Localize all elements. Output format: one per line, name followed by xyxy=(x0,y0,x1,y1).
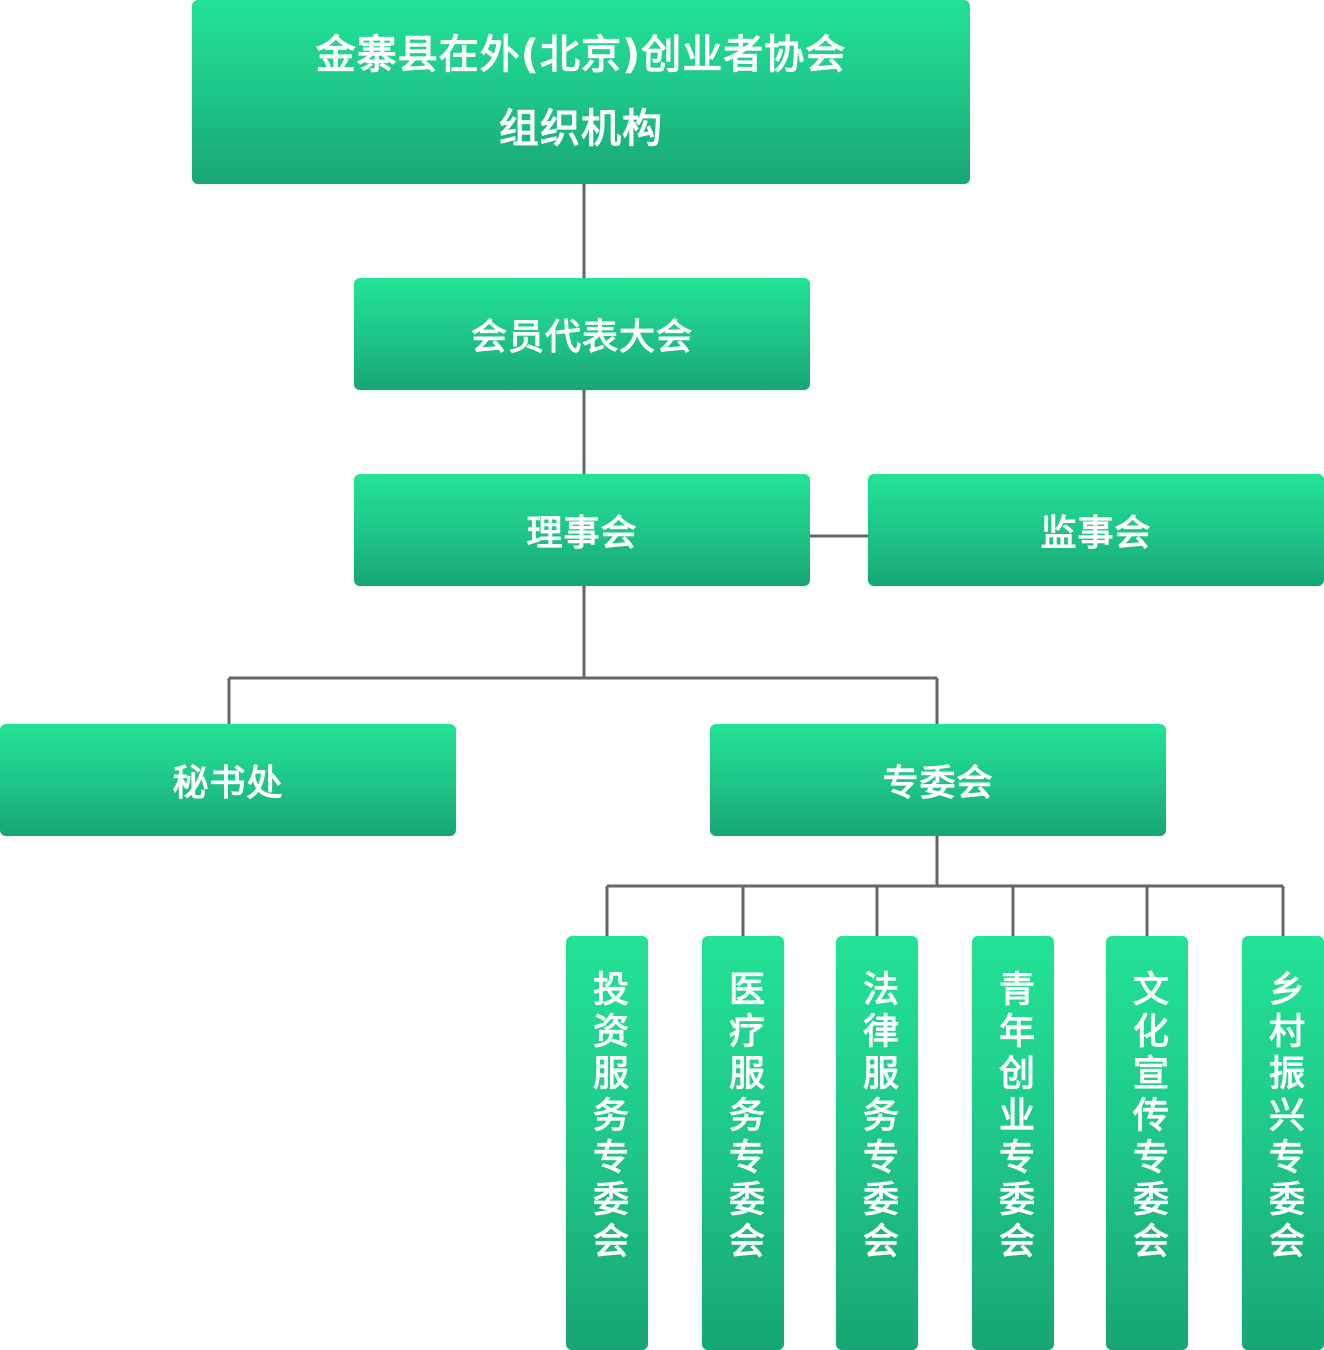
sub-committee-label: 医疗服务专委会 xyxy=(723,970,764,1264)
sub-committee-legal: 法律服务专委会 xyxy=(836,936,918,1350)
council-label: 理事会 xyxy=(526,513,638,554)
supervisory-node: 监事会 xyxy=(868,474,1324,586)
council-node: 理事会 xyxy=(354,474,810,586)
sub-committee-label: 法律服务专委会 xyxy=(857,970,898,1264)
sub-committee-culture: 文化宣传专委会 xyxy=(1106,936,1188,1350)
secretariat-label: 秘书处 xyxy=(172,763,284,804)
root-title-line1: 金寨县在外(北京)创业者协会 xyxy=(315,32,847,78)
root-title-line2: 组织机构 xyxy=(499,106,663,152)
sub-committee-label: 投资服务专委会 xyxy=(587,970,628,1264)
secretariat-node: 秘书处 xyxy=(0,724,456,836)
congress-node: 会员代表大会 xyxy=(354,278,810,390)
sub-committee-label: 文化宣传专委会 xyxy=(1127,970,1168,1264)
sub-committee-investment: 投资服务专委会 xyxy=(566,936,648,1350)
sub-committee-youth: 青年创业专委会 xyxy=(972,936,1054,1350)
sub-committee-medical: 医疗服务专委会 xyxy=(702,936,784,1350)
root-node: 金寨县在外(北京)创业者协会 组织机构 xyxy=(192,0,970,184)
sub-committee-rural: 乡村振兴专委会 xyxy=(1242,936,1324,1350)
sub-committee-label: 青年创业专委会 xyxy=(993,970,1034,1264)
supervisory-label: 监事会 xyxy=(1040,513,1152,554)
committees-label: 专委会 xyxy=(882,763,994,804)
congress-label: 会员代表大会 xyxy=(470,317,693,358)
committees-node: 专委会 xyxy=(710,724,1166,836)
sub-committee-label: 乡村振兴专委会 xyxy=(1263,970,1304,1264)
